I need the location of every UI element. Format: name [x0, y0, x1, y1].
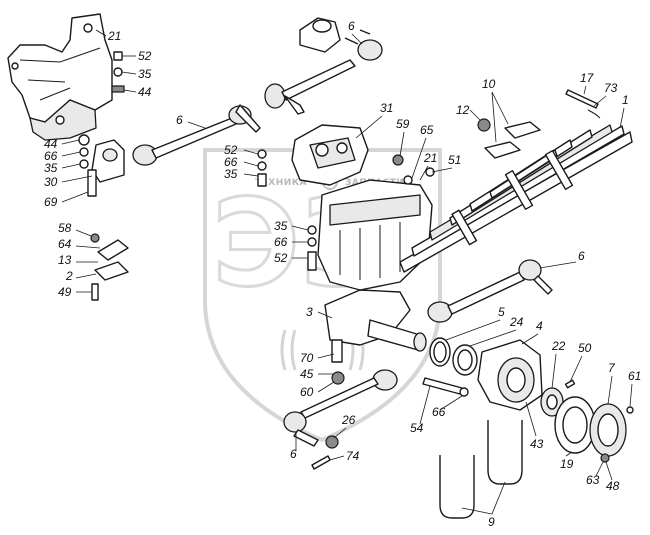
callout-22: 22 [551, 339, 566, 353]
callout-61: 61 [628, 369, 641, 383]
reaction-rod-left [132, 104, 261, 166]
long-bolt [422, 377, 469, 397]
callout-66b: 66 [224, 155, 238, 169]
callout-60: 60 [300, 385, 314, 399]
spring-pad-set [90, 233, 129, 301]
callout-44b: 44 [44, 137, 58, 151]
callout-66c: 66 [274, 235, 288, 249]
callout-73: 73 [604, 81, 618, 95]
callout-48: 48 [606, 479, 620, 493]
callout-59: 59 [396, 117, 410, 131]
spring-shackle-set [477, 89, 601, 159]
callout-21a: 21 [107, 29, 121, 43]
callout-35d: 35 [274, 219, 288, 233]
callout-30: 30 [44, 175, 58, 189]
callout-35c: 35 [224, 167, 238, 181]
rod-end-bracket [299, 17, 341, 53]
callout-51: 51 [448, 153, 461, 167]
callout-35b: 35 [44, 161, 58, 175]
balancer-housing [317, 175, 433, 291]
callout-6a: 6 [348, 19, 355, 33]
callout-52c: 52 [274, 251, 288, 265]
callout-70: 70 [300, 351, 314, 365]
callout-66a: 66 [44, 149, 58, 163]
callout-74: 74 [346, 449, 360, 463]
hub-cover [589, 403, 634, 463]
callout-69: 69 [44, 195, 58, 209]
callout-6d: 6 [290, 447, 297, 461]
bracket-small-left [78, 134, 125, 197]
watermark-line1: ТЕХНИКА [255, 178, 307, 188]
callout-58: 58 [58, 221, 72, 235]
leaf-spring [399, 124, 633, 273]
callout-5: 5 [498, 305, 505, 319]
leader-lines [61, 29, 633, 515]
watermark-shield [203, 148, 442, 443]
callout-63: 63 [586, 473, 600, 487]
reaction-rod-upper [264, 29, 383, 115]
callout-44a: 44 [138, 85, 152, 99]
callout-65: 65 [420, 123, 434, 137]
callout-4: 4 [536, 319, 543, 333]
callout-64: 64 [58, 237, 72, 251]
callout-6b: 6 [176, 113, 183, 127]
callout-9: 9 [488, 515, 495, 529]
callout-50: 50 [578, 341, 592, 355]
callout-12: 12 [456, 103, 470, 117]
bolt-set-middle [257, 149, 435, 271]
frame-bracket-upper [7, 13, 113, 141]
balancer-hub [477, 339, 543, 411]
callout-13: 13 [58, 253, 72, 267]
seal-rings [429, 337, 478, 376]
callout-17: 17 [580, 71, 595, 85]
hub-gasket [554, 396, 596, 454]
callout-45: 45 [300, 367, 314, 381]
u-bolts [439, 420, 523, 519]
watermark-wheat-icon [280, 329, 365, 371]
callout-7: 7 [608, 361, 616, 375]
callout-31: 31 [380, 101, 393, 115]
callout-24: 24 [509, 315, 524, 329]
callout-54: 54 [410, 421, 424, 435]
callout-52a: 52 [138, 49, 152, 63]
trunnion-axle [324, 289, 427, 385]
callout-43: 43 [530, 437, 544, 451]
callout-26: 26 [341, 413, 356, 427]
callout-3: 3 [306, 305, 313, 319]
callout-6c: 6 [578, 249, 585, 263]
callout-66d: 66 [432, 405, 446, 419]
callout-52b: 52 [224, 143, 238, 157]
callout-10: 10 [482, 77, 496, 91]
central-bracket [291, 124, 369, 186]
callout-49: 49 [58, 285, 72, 299]
callout-21b: 21 [423, 151, 437, 165]
callout-19: 19 [560, 457, 574, 471]
callout-35a: 35 [138, 67, 152, 81]
reaction-rod-right [427, 259, 553, 323]
callout-1: 1 [622, 93, 629, 107]
callout-labels: 21 52 35 44 6 6 44 66 35 30 69 31 52 66 … [44, 19, 641, 529]
callout-2: 2 [65, 269, 73, 283]
